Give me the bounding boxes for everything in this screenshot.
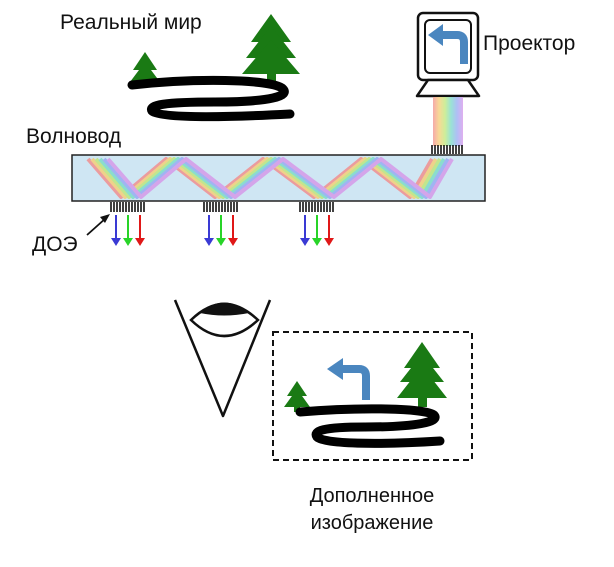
turn-arrow-icon: [327, 358, 370, 400]
light-path: [86, 157, 454, 199]
rgb-rays-1: [111, 215, 145, 246]
road-icon: [295, 404, 445, 448]
projector-label: Проектор: [483, 32, 576, 55]
augmented-image-label-line2: изображение: [310, 512, 434, 534]
input-grating: [431, 145, 463, 154]
ray-green: [123, 215, 133, 246]
road-icon: [127, 75, 295, 122]
ray-red: [324, 215, 334, 246]
doe-grating-3: [299, 202, 334, 212]
ray-blue: [111, 215, 121, 246]
projector-icon: [415, 11, 481, 98]
eye-icon: [173, 299, 272, 418]
waveguide-label: Волновод: [26, 125, 122, 148]
doe-grating-2: [203, 202, 238, 212]
doe-label: ДОЭ: [32, 233, 78, 256]
ray-green: [216, 215, 226, 246]
real-world-scene: [127, 14, 300, 122]
real-world-label: Реальный мир: [60, 11, 202, 34]
augmented-image-label: Дополненное изображение: [282, 483, 462, 537]
projector-beam: [433, 97, 463, 146]
augmented-scene: [284, 342, 447, 448]
ray-red: [228, 215, 238, 246]
turn-arrow-icon: [428, 24, 468, 64]
large-tree-icon: [242, 14, 300, 83]
ray-blue: [300, 215, 310, 246]
rgb-rays-3: [300, 215, 334, 246]
doe-pointer-arrow: [86, 214, 110, 236]
ray-red: [135, 215, 145, 246]
rgb-rays-2: [204, 215, 238, 246]
ray-blue: [204, 215, 214, 246]
augmented-image-frame: [272, 331, 473, 461]
doe-grating-1: [110, 202, 145, 212]
augmented-image-label-line1: Дополненное: [309, 485, 435, 507]
large-tree-icon: [397, 342, 447, 407]
ray-green: [312, 215, 322, 246]
